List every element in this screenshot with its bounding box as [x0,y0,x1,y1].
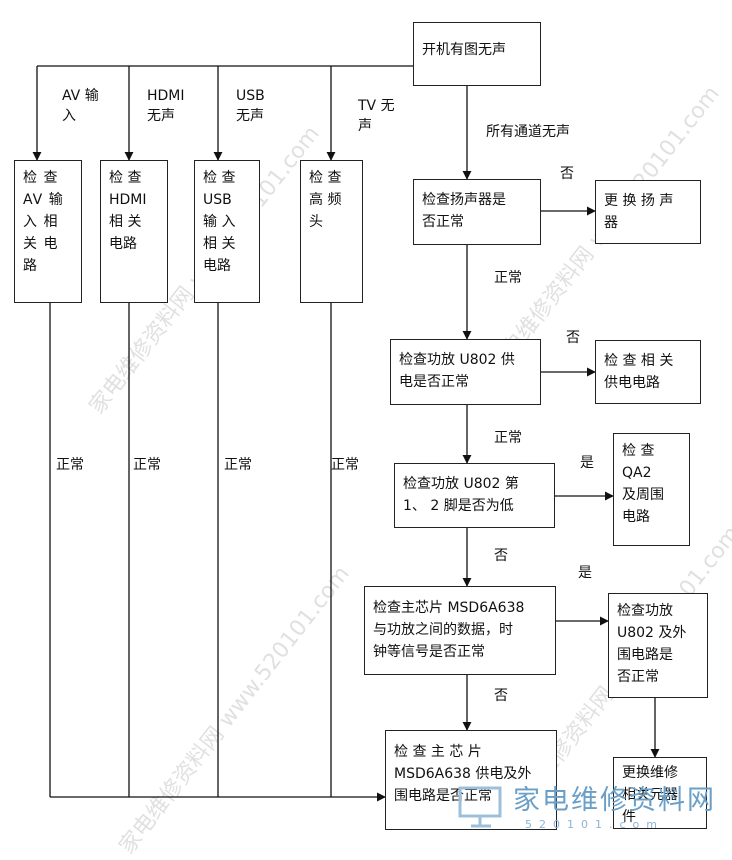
check-power-circuit-box: 检 查 相 关 供电电路 [595,340,701,404]
check-usb-box: 检 查 USB 输 入 相 关 电路 [194,160,260,303]
normal-av-label: 正常 [56,457,84,473]
normal-hdmi-label: 正常 [133,457,161,473]
normal-tv-label: 正常 [331,457,359,473]
brand-name: 家电维修资料网 [513,785,716,816]
check-chip-power-box: 检 查 主 芯 片 MSD6A638 供电及外 围电路是否正常 [385,730,557,830]
no-label: 否 [566,330,580,346]
start-box: 开机有图无声 [413,22,541,86]
normal-usb-label: 正常 [224,457,252,473]
normal-label: 正常 [494,270,522,286]
check-speaker-box: 检查扬声器是 否正常 [413,179,541,245]
check-av-box: 检 查 AV 输 入 相 关 电 路 [14,160,82,303]
yes-label: 是 [580,455,594,471]
all-channels-label: 所有通道无声 [486,124,570,140]
no-label: 否 [560,166,574,182]
yes-label: 是 [578,565,592,581]
av-input-label: AV 输 入 [62,88,99,124]
no-label: 否 [494,548,508,564]
check-amp-pins-box: 检查功放 U802 第 1、 2 脚是否为低 [394,463,555,528]
normal-label: 正常 [494,430,522,446]
usb-nosound-label: USB 无声 [236,88,265,124]
no-label: 否 [494,688,508,704]
check-amp-ext-box: 检查功放 U802 及外 围电路是 否正常 [608,593,708,698]
check-amp-power-box: 检查功放 U802 供 电是否正常 [390,339,541,405]
check-hdmi-box: 检 查 HDMI 相 关 电路 [100,160,168,303]
check-chip-signal-box: 检查主芯片 MSD6A638 与功放之间的数据，时 钟等信号是否正常 [364,586,556,675]
brand-watermark: 家电维修资料网 520101.com [455,776,731,854]
replace-parts-box: 更换维修 相关元器 件 [613,757,707,829]
replace-speaker-box: 更 换 扬 声 器 [595,180,701,244]
brand-url: 520101.com [525,818,664,831]
check-tuner-box: 检 查 高 频 头 [300,160,363,303]
check-qa2-box: 检 查 QA2 及周围 电路 [613,433,690,546]
hdmi-nosound-label: HDMI 无声 [147,88,185,124]
tv-nosound-label: TV 无 声 [358,98,395,134]
tv-logo-icon [458,786,502,828]
